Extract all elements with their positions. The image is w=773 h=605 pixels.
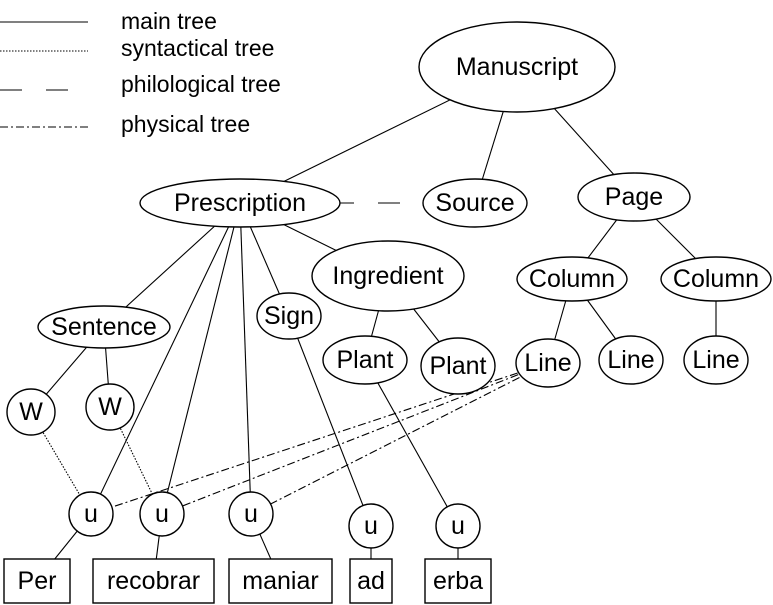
node-page: Page	[577, 172, 691, 222]
node-line3: Line	[683, 335, 749, 385]
node-word2: recobrar	[92, 558, 215, 604]
node-u1-shape	[68, 491, 114, 537]
node-word4-shape	[349, 558, 393, 604]
node-u4: u	[348, 503, 394, 549]
node-word4: ad	[349, 558, 393, 604]
node-manuscript-shape	[418, 21, 616, 113]
legend-label-philological: philological tree	[121, 71, 281, 97]
node-column2: Column	[660, 256, 772, 302]
edge-plant1-u5	[364, 359, 459, 527]
node-prescription: Prescription	[139, 178, 341, 228]
node-manuscript: Manuscript	[418, 21, 616, 113]
node-w1: W	[6, 388, 56, 436]
node-word1: Per	[3, 558, 71, 604]
node-source: Source	[422, 178, 528, 228]
legend-label-syntactical: syntactical tree	[121, 35, 274, 61]
edge-line1-u2	[161, 362, 549, 515]
node-u5-shape	[435, 503, 481, 549]
node-line1-label: Line	[524, 349, 571, 377]
node-word3-shape	[228, 558, 333, 604]
node-w2-label: W	[98, 393, 122, 421]
node-u4-label: u	[364, 512, 378, 540]
node-line1: Line	[515, 338, 581, 388]
node-u2: u	[139, 491, 185, 537]
node-line2: Line	[598, 335, 664, 385]
node-line1-shape	[515, 338, 581, 388]
node-sentence-shape	[37, 305, 171, 349]
node-u2-shape	[139, 491, 185, 537]
node-column1: Column	[516, 256, 628, 302]
legend-label-main: main tree	[121, 8, 217, 34]
node-word5: erba	[424, 558, 492, 604]
node-word5-shape	[424, 558, 492, 604]
node-w2: W	[85, 383, 135, 431]
node-sign: Sign	[256, 292, 322, 340]
legend-label-physical: physical tree	[121, 111, 250, 137]
node-line2-label: Line	[607, 346, 654, 374]
node-plant1-label: Plant	[337, 346, 394, 374]
node-page-label: Page	[605, 183, 663, 211]
node-u4-shape	[348, 503, 394, 549]
node-word5-label: erba	[433, 567, 483, 595]
node-word4-label: ad	[357, 567, 385, 595]
node-w1-label: W	[19, 398, 43, 426]
node-plant1: Plant	[322, 335, 408, 385]
legend: main tree syntactical tree philological …	[0, 8, 281, 137]
node-u2-label: u	[155, 500, 169, 528]
node-word3-label: maniar	[242, 567, 318, 595]
edge-prescription-u3	[239, 202, 252, 515]
node-sign-label: Sign	[264, 302, 314, 330]
node-column1-label: Column	[529, 265, 615, 293]
node-sentence-label: Sentence	[51, 313, 157, 341]
node-page-shape	[577, 172, 691, 222]
node-u3: u	[228, 491, 274, 537]
node-u5-label: u	[451, 512, 465, 540]
node-u1: u	[68, 491, 114, 537]
node-line3-label: Line	[692, 346, 739, 374]
node-u5: u	[435, 503, 481, 549]
node-prescription-shape	[139, 178, 341, 228]
node-ingredient: Ingredient	[311, 240, 465, 312]
node-sign-shape	[256, 292, 322, 340]
node-word1-label: Per	[18, 567, 57, 595]
node-column2-shape	[660, 256, 772, 302]
node-word1-shape	[3, 558, 71, 604]
edge-prescription-u2	[161, 202, 241, 515]
node-source-shape	[422, 178, 528, 228]
node-line3-shape	[683, 335, 749, 385]
node-column2-label: Column	[673, 265, 759, 293]
node-w1-shape	[6, 388, 56, 436]
node-u3-shape	[228, 491, 274, 537]
node-source-label: Source	[435, 189, 514, 217]
node-word2-label: recobrar	[107, 567, 200, 595]
edge-sign-u4	[288, 315, 372, 527]
node-ingredient-shape	[311, 240, 465, 312]
edge-prescription-u1	[90, 202, 241, 515]
node-u1-label: u	[84, 500, 98, 528]
node-sentence: Sentence	[37, 305, 171, 349]
node-ingredient-label: Ingredient	[332, 262, 443, 290]
node-u3-label: u	[244, 500, 258, 528]
node-plant2-label: Plant	[430, 352, 487, 380]
edge-line1-u3	[250, 362, 549, 515]
node-plant1-shape	[322, 335, 408, 385]
node-w2-shape	[85, 383, 135, 431]
node-word3: maniar	[228, 558, 333, 604]
node-word2-shape	[92, 558, 215, 604]
node-manuscript-label: Manuscript	[456, 53, 578, 81]
node-column1-shape	[516, 256, 628, 302]
node-plant2: Plant	[420, 337, 496, 395]
node-prescription-label: Prescription	[174, 189, 306, 217]
node-line2-shape	[598, 335, 664, 385]
node-plant2-shape	[420, 337, 496, 395]
